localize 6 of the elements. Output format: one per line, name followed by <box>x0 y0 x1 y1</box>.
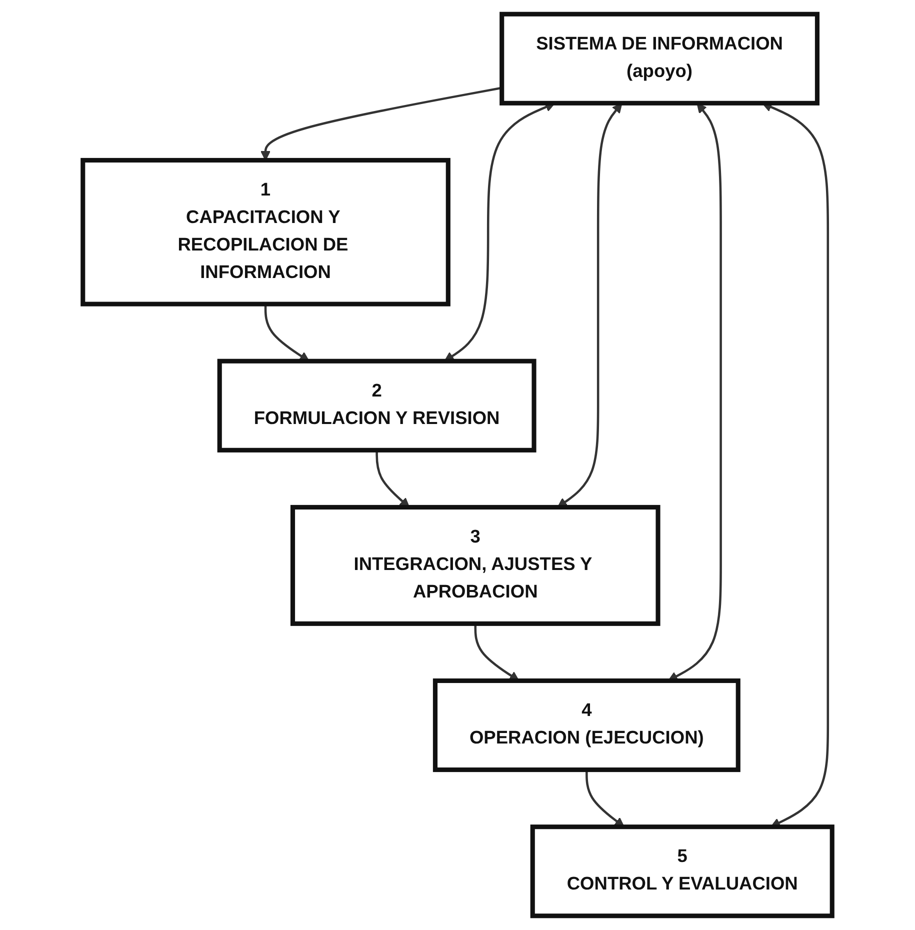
node-box: 4 OPERACION (EJECUCION) <box>432 678 740 772</box>
node-box: 3 INTEGRACION, AJUSTES Y APROBACION <box>290 504 660 626</box>
node-box: 2 FORMULACION Y REVISION <box>217 358 536 452</box>
node-box: SISTEMA DE INFORMACION (apoyo) <box>500 12 820 106</box>
node-box: 5 CONTROL Y EVALUACION <box>530 824 834 918</box>
node-box: 1 CAPACITACION Y RECOPILACION DE INFORMACION <box>80 158 450 306</box>
